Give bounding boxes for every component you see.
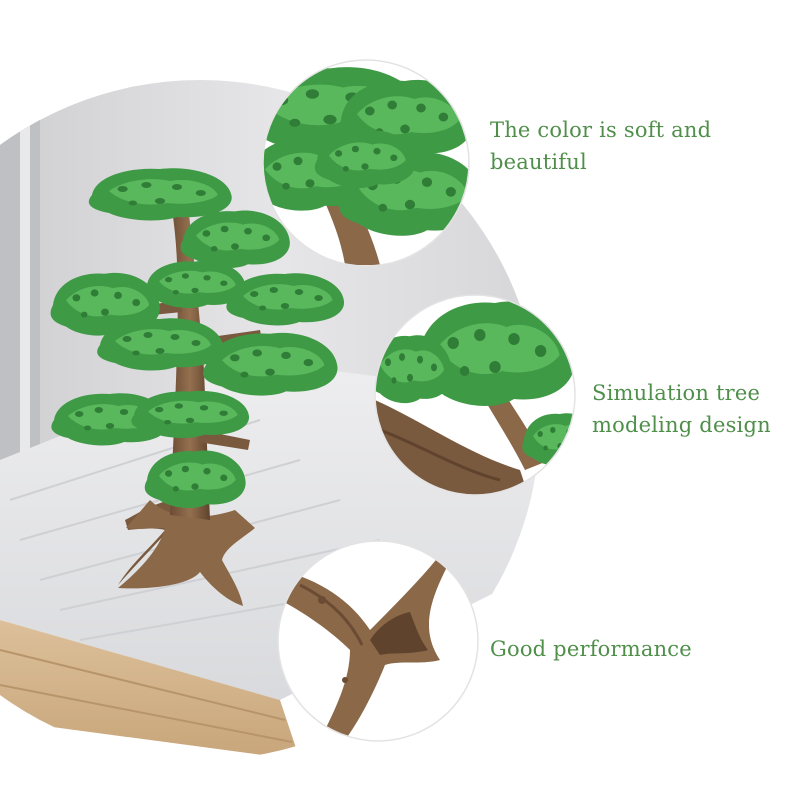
- detail-photo-trunk-base: [277, 540, 479, 742]
- feature-color-label: The color is soft and beautiful: [490, 118, 712, 174]
- feature-design-label: Simulation tree modeling design: [592, 381, 771, 437]
- feature-performance-label: Good performance: [490, 637, 692, 661]
- detail-photo-foliage: [262, 59, 470, 267]
- tree-model: [50, 168, 345, 606]
